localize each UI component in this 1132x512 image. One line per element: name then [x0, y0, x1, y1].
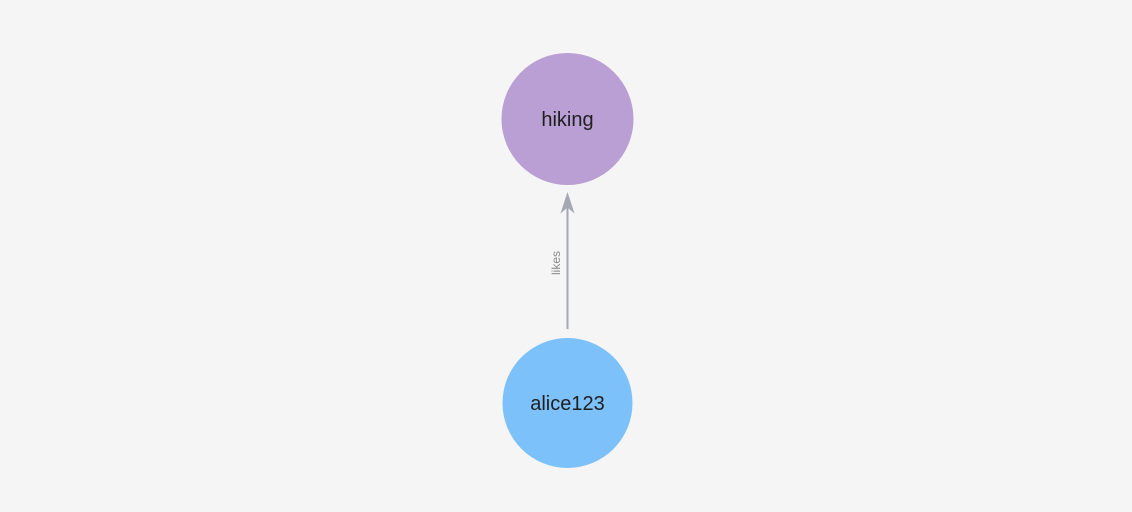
edge-arrowhead-up-icon	[560, 192, 575, 214]
node-alice123-circle[interactable]	[502, 338, 633, 468]
node-alice123-label: alice123	[530, 393, 605, 415]
edge-label: likes	[549, 251, 563, 275]
edge-alice123-likes-hiking[interactable]: likes	[549, 192, 575, 329]
node-hiking[interactable]: hiking	[501, 53, 634, 185]
node-hiking-circle[interactable]	[501, 53, 634, 185]
node-hiking-label: hiking	[541, 109, 593, 131]
node-alice123[interactable]: alice123	[502, 338, 633, 468]
